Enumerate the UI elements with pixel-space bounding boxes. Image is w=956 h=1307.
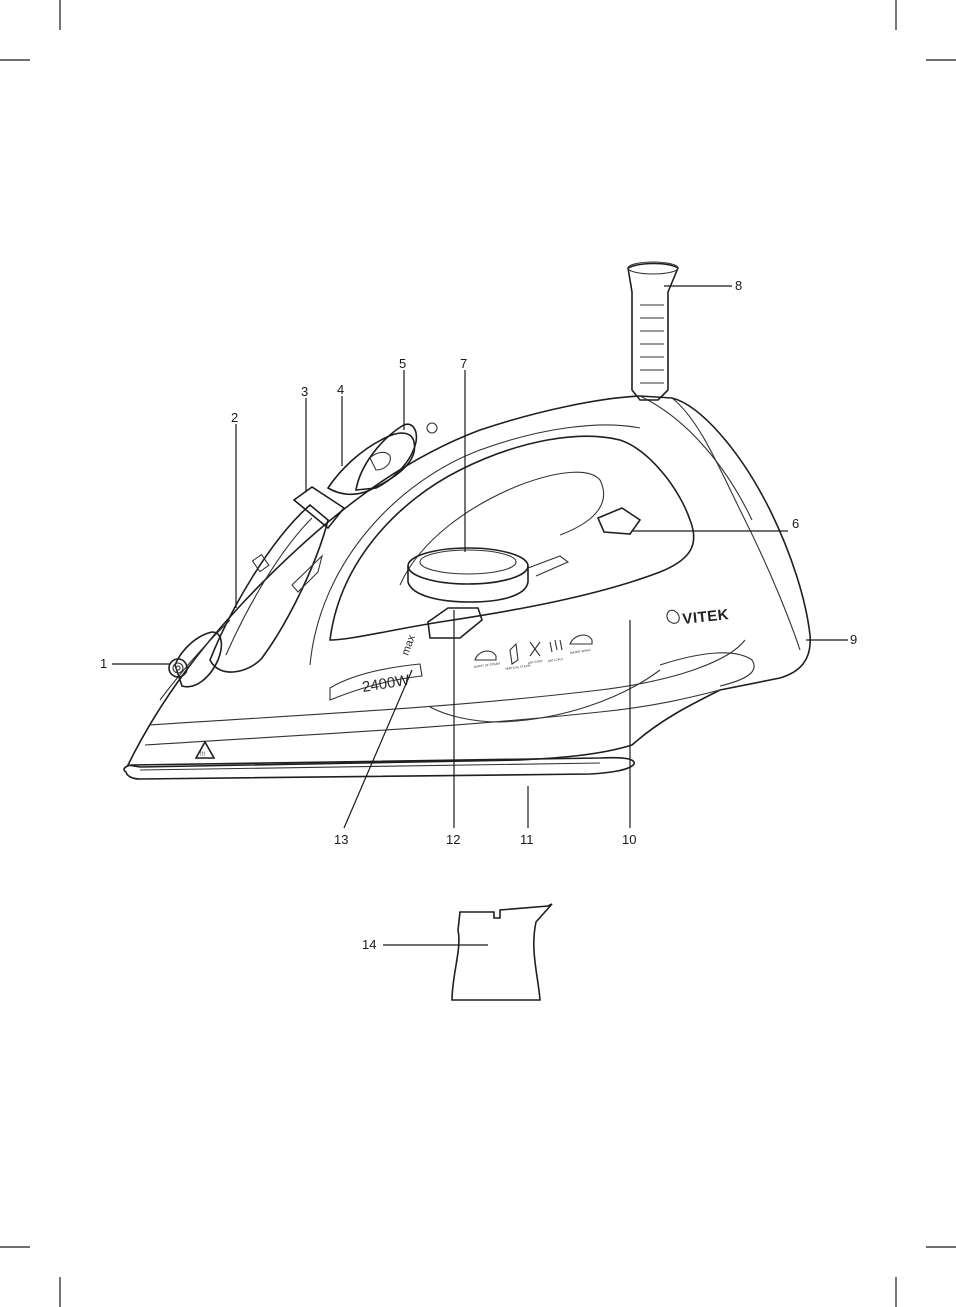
steam-dial-button — [355, 423, 418, 491]
cord-protector — [627, 262, 680, 401]
measuring-cup — [451, 903, 553, 1001]
burst-of-steam-icon: BURST OF STEAM — [474, 650, 501, 669]
callout-5: 5 — [399, 356, 406, 371]
anti-calc-icon: ANTI CALC — [548, 639, 565, 663]
callout-1: 1 — [100, 656, 107, 671]
steam-iron: 2400W max VITEK !!! BURST OF STEAM VERTI… — [123, 261, 811, 780]
svg-text:VERTICAL STEAM: VERTICAL STEAM — [505, 663, 531, 671]
callout-13: 13 — [334, 832, 348, 847]
callout-10: 10 — [622, 832, 636, 847]
callout-12: 12 — [446, 832, 460, 847]
callout-14: 14 — [362, 937, 376, 952]
iron-body — [126, 395, 811, 768]
svg-text:ANTI CALC: ANTI CALC — [548, 657, 565, 663]
soleplate — [123, 756, 635, 780]
brand-logo: VITEK — [666, 606, 730, 628]
handle-loop — [329, 435, 695, 641]
anti-drip-icon: ANTI DRIP — [528, 641, 543, 665]
spray-nozzle — [168, 658, 188, 678]
callout-numbers: 1 2 3 4 5 6 7 8 9 10 11 12 13 14 — [100, 278, 857, 952]
callout-6: 6 — [792, 516, 799, 531]
water-max-mark: max — [400, 633, 419, 657]
callout-7: 7 — [460, 356, 467, 371]
callout-2: 2 — [231, 410, 238, 425]
power-rating: 2400W — [361, 672, 411, 696]
svg-text:BURST OF STEAM: BURST OF STEAM — [474, 661, 501, 669]
hot-surface-warning-icon: !!! — [194, 740, 216, 759]
vertical-steam-icon: VERTICAL STEAM — [505, 642, 531, 671]
callout-11: 11 — [520, 832, 534, 847]
steam-regulator — [427, 607, 483, 639]
callout-4: 4 — [337, 382, 344, 397]
water-fill-cap — [407, 547, 529, 585]
callout-lines — [112, 285, 848, 946]
svg-text:!!!: !!! — [200, 752, 205, 758]
brand-name: VITEK — [682, 606, 730, 628]
steam-button-panel — [209, 503, 329, 673]
steam-function-icons: BURST OF STEAM VERTICAL STEAM ANTI DRIP … — [474, 634, 593, 671]
self-clean-button — [596, 507, 642, 535]
water-spray-icon: WATER SPRAY — [569, 634, 593, 655]
svg-text:ANTI DRIP: ANTI DRIP — [528, 659, 543, 665]
callout-3: 3 — [301, 384, 308, 399]
callout-8: 8 — [735, 278, 742, 293]
callout-9: 9 — [850, 632, 857, 647]
spray-button — [292, 486, 346, 530]
svg-text:WATER SPRAY: WATER SPRAY — [570, 648, 592, 655]
